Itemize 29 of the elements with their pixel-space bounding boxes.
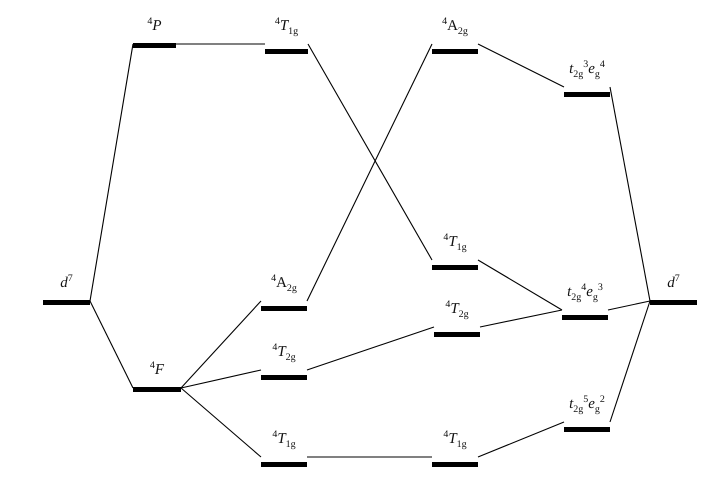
correlation-line	[478, 44, 564, 88]
term-symbol: $^{4}$T$_{2g}$	[272, 341, 296, 365]
correlation-line	[306, 44, 432, 302]
correlation-line	[308, 44, 432, 260]
term-symbol: $^{4}$T$_{1g}$	[274, 15, 298, 39]
correlation-line	[480, 309, 562, 328]
correlation-line	[478, 422, 564, 458]
correlation-line	[180, 369, 262, 389]
correlation-line	[176, 43, 265, 45]
term-symbol: $^{4}$T$_{2g}$	[445, 298, 469, 322]
correlation-line	[306, 326, 434, 371]
term-symbol: $^{4}$P	[147, 15, 162, 36]
correlation-line	[478, 260, 562, 310]
term-symbol: $^{4}$T$_{1g}$	[272, 428, 296, 452]
correlation-line	[609, 300, 651, 422]
correlation-line	[90, 300, 134, 388]
term-symbol: $^{4}$A$_{2g}$	[442, 15, 468, 39]
term-symbol: $^{4}$T$_{1g}$	[443, 231, 467, 255]
correlation-line	[608, 300, 650, 311]
correlation-line	[307, 456, 432, 458]
term-symbol: d$^{7}$	[667, 272, 680, 293]
term-symbol: $^{4}$T$_{1g}$	[443, 428, 467, 452]
correlation-line	[609, 86, 651, 302]
correlation-line	[89, 44, 134, 302]
correlation-line	[180, 300, 262, 388]
correlation-line	[180, 388, 262, 458]
term-symbol: $^{4}$A$_{2g}$	[271, 272, 297, 296]
term-symbol: d$^{7}$	[60, 272, 73, 293]
term-symbol: $^{4}$F	[150, 359, 164, 380]
